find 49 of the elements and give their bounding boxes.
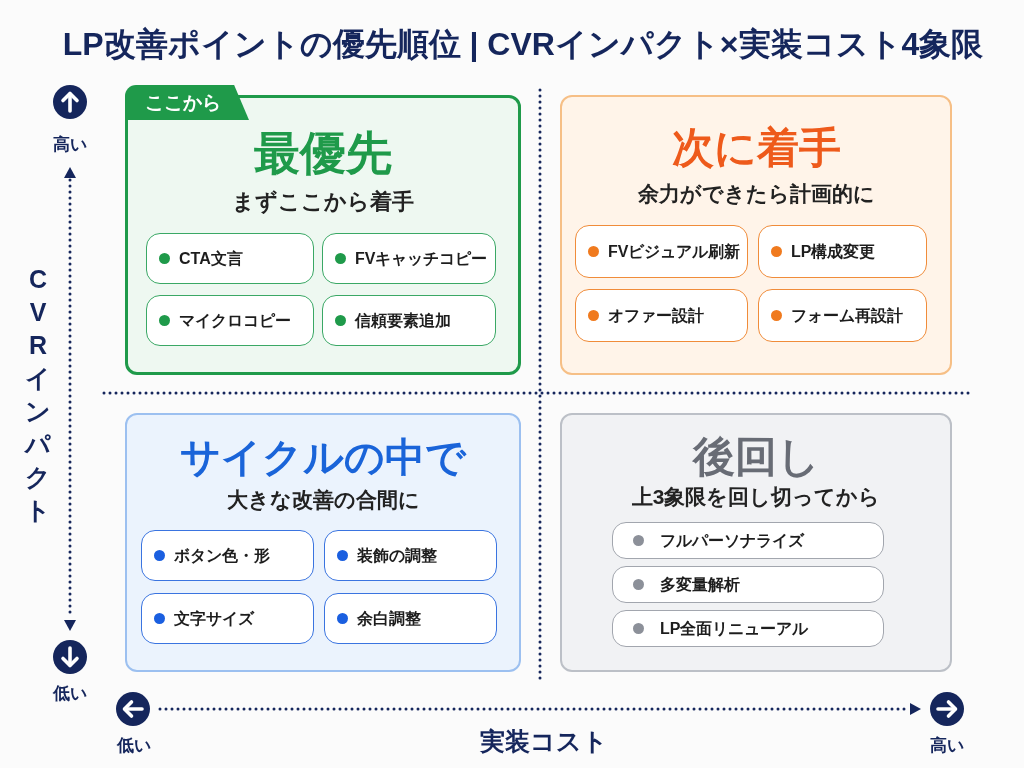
axis-title: 実装コスト xyxy=(480,726,608,756)
item-text: LP構成変更 xyxy=(791,241,876,262)
item-pill xyxy=(141,530,314,581)
quadrant-title: 次に着手 xyxy=(671,123,841,173)
quadrant-title: 後回し xyxy=(692,432,820,482)
item-text: 多変量解析 xyxy=(660,574,740,595)
item-pill xyxy=(612,522,884,559)
item-pill xyxy=(141,593,314,644)
quadrant-title: 最優先 xyxy=(254,126,392,180)
quadrant-title: サイクルの中で xyxy=(180,434,466,480)
item-pill xyxy=(612,610,884,647)
quadrant-panel xyxy=(560,95,952,375)
item-text: 信頼要素追加 xyxy=(355,310,451,331)
axis-label: 高い xyxy=(930,736,964,756)
item-text: 装飾の調整 xyxy=(357,545,437,566)
item-text: ボタン色・形 xyxy=(174,545,270,566)
item-text: フルパーソナライズ xyxy=(660,530,804,551)
quadrant-subtitle: まずここから着手 xyxy=(232,189,414,215)
item-pill xyxy=(146,295,314,346)
quadrant-subtitle: 大きな改善の合間に xyxy=(226,487,420,513)
item-text: FVビジュアル刷新 xyxy=(608,241,741,262)
axis-title: CVRインパクト xyxy=(24,264,52,526)
item-pill xyxy=(322,295,496,346)
axis-label: 低い xyxy=(117,736,151,756)
item-pill xyxy=(612,566,884,603)
item-pill xyxy=(324,530,497,581)
item-text: フォーム再設計 xyxy=(791,305,903,326)
axis-label: 高い xyxy=(53,135,87,155)
item-pill xyxy=(575,225,748,278)
item-pill xyxy=(146,233,314,284)
quadrant-subtitle: 余力ができたら計画的に xyxy=(637,181,875,207)
item-text: CTA文言 xyxy=(179,248,243,269)
item-text: LP全面リニューアル xyxy=(660,618,809,639)
item-pill xyxy=(575,289,748,342)
item-pill xyxy=(758,225,927,278)
item-pill xyxy=(324,593,497,644)
item-text: マイクロコピー xyxy=(179,310,291,331)
item-text: オファー設計 xyxy=(608,305,704,326)
item-text: 文字サイズ xyxy=(174,608,254,629)
quadrant-panel xyxy=(560,413,952,672)
quadrant-subtitle: 上3象限を回し切ってから xyxy=(631,484,881,510)
tab-label: ここから xyxy=(125,85,249,120)
item-text: FVキャッチコピー xyxy=(355,248,488,269)
quadrant-panel xyxy=(125,413,521,672)
axis-label: 低い xyxy=(53,684,87,704)
diagram-title: LP改善ポイントの優先順位 | CVRインパクト×実装コスト4象限 xyxy=(62,25,984,63)
item-text: 余白調整 xyxy=(357,608,421,629)
item-pill xyxy=(322,233,496,284)
item-pill xyxy=(758,289,927,342)
